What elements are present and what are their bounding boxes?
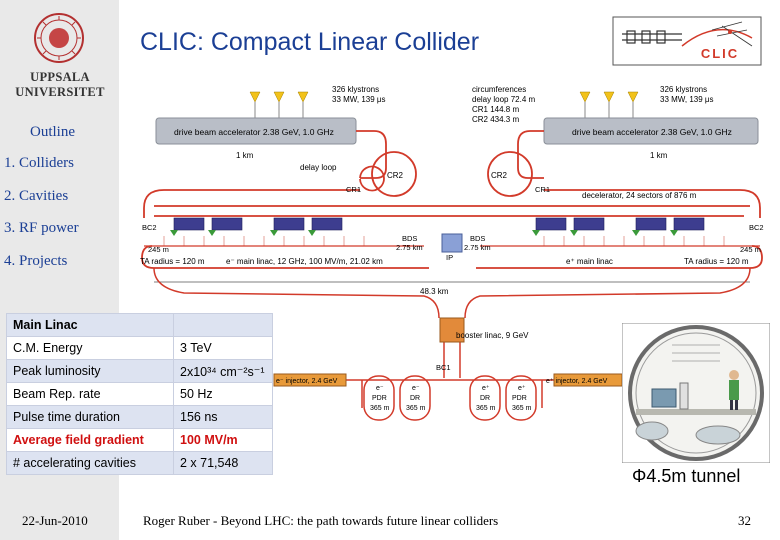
drive-beam-right-label: drive beam accelerator 2.38 GeV, 1.0 GHz bbox=[572, 127, 732, 137]
cr1-left-label: CR1 bbox=[346, 185, 361, 194]
klystrons-left-label1: 326 klystrons bbox=[332, 85, 379, 94]
km-left-label: 1 km bbox=[236, 151, 254, 160]
university-name-line1: UPPSALA bbox=[30, 70, 90, 84]
ta-radius-left-label: TA radius = 120 m bbox=[140, 257, 205, 266]
clic-logo: CLIC bbox=[612, 16, 762, 66]
ring2-l1: e⁻ bbox=[412, 385, 420, 392]
slide-title: CLIC: Compact Linear Collider bbox=[140, 28, 480, 56]
row-label-luminosity: Peak luminosity bbox=[6, 359, 174, 383]
interaction-point-box bbox=[441, 233, 463, 253]
row-label-rep-rate: Beam Rep. rate bbox=[6, 382, 174, 406]
clic-logo-text: CLIC bbox=[701, 46, 739, 61]
e-plus-injector-label: e⁺ injector, 2.4 GeV bbox=[546, 378, 608, 385]
tunnel-cross-section-image bbox=[622, 323, 770, 463]
decelerator-modules-right bbox=[535, 217, 705, 231]
bc2-left-label: BC2 bbox=[142, 223, 157, 232]
ta-radius-right-label: TA radius = 120 m bbox=[684, 257, 749, 266]
klystrons-left-label2: 33 MW, 139 μs bbox=[332, 95, 386, 104]
booster-linac-box bbox=[439, 317, 465, 343]
booster-label: booster linac, 9 GeV bbox=[456, 331, 529, 340]
row-label-energy: C.M. Energy bbox=[6, 336, 174, 360]
ring3-l1: e⁺ bbox=[482, 385, 490, 392]
ring1-l3: 365 m bbox=[370, 405, 390, 412]
e-minus-linac-label: e⁻ main linac, 12 GHz, 100 MV/m, 21.02 k… bbox=[226, 257, 383, 266]
delay-loop-length: delay loop 72.4 m bbox=[472, 95, 535, 104]
row-label-pulse-time: Pulse time duration bbox=[6, 405, 174, 429]
klystrons-right bbox=[579, 91, 639, 103]
drive-beam-left-label: drive beam accelerator 2.38 GeV, 1.0 GHz bbox=[174, 127, 334, 137]
ring3-l3: 365 m bbox=[476, 405, 496, 412]
bc2-right-label: BC2 bbox=[749, 223, 764, 232]
cr2-right-label: CR2 bbox=[491, 171, 508, 180]
bc1-label: BC1 bbox=[436, 363, 451, 372]
klystrons-right-label2: 33 MW, 139 μs bbox=[660, 95, 714, 104]
bds-left-length: 2.75 km bbox=[396, 243, 423, 252]
row-value-pulse-time: 156 ns bbox=[173, 405, 273, 429]
ring2-l3: 365 m bbox=[406, 405, 426, 412]
accelerating-structures bbox=[170, 230, 678, 236]
tunnel-caption: Φ4.5m tunnel bbox=[632, 466, 741, 486]
klystrons-right-label1: 326 klystrons bbox=[660, 85, 707, 94]
ring4-l3: 365 m bbox=[512, 405, 532, 412]
decelerator-label: decelerator, 24 sectors of 876 m bbox=[582, 191, 697, 200]
outline-item-cavities[interactable]: 2. Cavities bbox=[4, 188, 69, 204]
ring1-l2: PDR bbox=[372, 395, 387, 402]
table-header: Main Linac bbox=[6, 313, 174, 337]
page-number: 32 bbox=[738, 513, 751, 528]
drive-beam-lines bbox=[143, 130, 761, 218]
row-value-rep-rate: 50 Hz bbox=[173, 382, 273, 406]
circumferences-label: circumferences bbox=[472, 85, 526, 94]
main-linacs bbox=[141, 245, 763, 269]
e-minus-injector-box bbox=[273, 373, 347, 387]
damping-rings bbox=[363, 375, 537, 421]
delay-loop-label: delay loop bbox=[300, 163, 337, 172]
university-seal-icon bbox=[34, 13, 84, 63]
row-value-field-gradient: 100 MV/m bbox=[173, 428, 273, 452]
transfer-lines bbox=[153, 267, 751, 408]
245m-left-label: 245 m bbox=[148, 245, 169, 254]
ring4-l2: PDR bbox=[512, 395, 527, 402]
ring4-l1: e⁺ bbox=[518, 385, 526, 392]
ip-label: IP bbox=[446, 253, 453, 262]
footer-text: Roger Ruber - Beyond LHC: the path towar… bbox=[143, 513, 499, 528]
university-name-line2: UNIVERSITET bbox=[15, 85, 105, 99]
row-value-luminosity: 2x10³⁴ cm⁻²s⁻¹ bbox=[173, 359, 273, 383]
footer-date: 22-Jun-2010 bbox=[22, 513, 88, 528]
cr2-length: CR2 434.3 m bbox=[472, 115, 519, 124]
klystrons-left bbox=[249, 91, 309, 103]
cr2-left-label: CR2 bbox=[387, 171, 404, 180]
decelerator-modules-left bbox=[173, 217, 343, 231]
ring3-l2: DR bbox=[480, 395, 490, 402]
e-minus-injector-label: e⁻ injector, 2.4 GeV bbox=[276, 378, 338, 385]
cr1-right-label: CR1 bbox=[535, 185, 550, 194]
outline-item-colliders[interactable]: 1. Colliders bbox=[4, 155, 74, 171]
ring1-l1: e⁻ bbox=[376, 385, 384, 392]
row-value-cavities: 2 x 71,548 bbox=[173, 451, 273, 475]
total-length-label: 48.3 km bbox=[420, 287, 449, 296]
row-label-field-gradient: Average field gradient bbox=[6, 428, 174, 452]
e-plus-linac-label: e⁺ main linac bbox=[566, 257, 613, 266]
row-value-energy: 3 TeV bbox=[173, 336, 273, 360]
row-label-cavities: # accelerating cavities bbox=[6, 451, 174, 475]
outline-item-rf-power[interactable]: 3. RF power bbox=[4, 220, 79, 236]
bds-right-label: BDS bbox=[470, 234, 485, 243]
outline-item-projects[interactable]: 4. Projects bbox=[4, 253, 68, 269]
outline-title: Outline bbox=[30, 124, 75, 140]
km-right-label: 1 km bbox=[650, 151, 668, 160]
bds-right-length: 2.75 km bbox=[464, 243, 491, 252]
245m-right-label: 245 m bbox=[740, 245, 761, 254]
cr1-length: CR1 144.8 m bbox=[472, 105, 519, 114]
ring2-l2: DR bbox=[410, 395, 420, 402]
bds-left-label: BDS bbox=[402, 234, 417, 243]
